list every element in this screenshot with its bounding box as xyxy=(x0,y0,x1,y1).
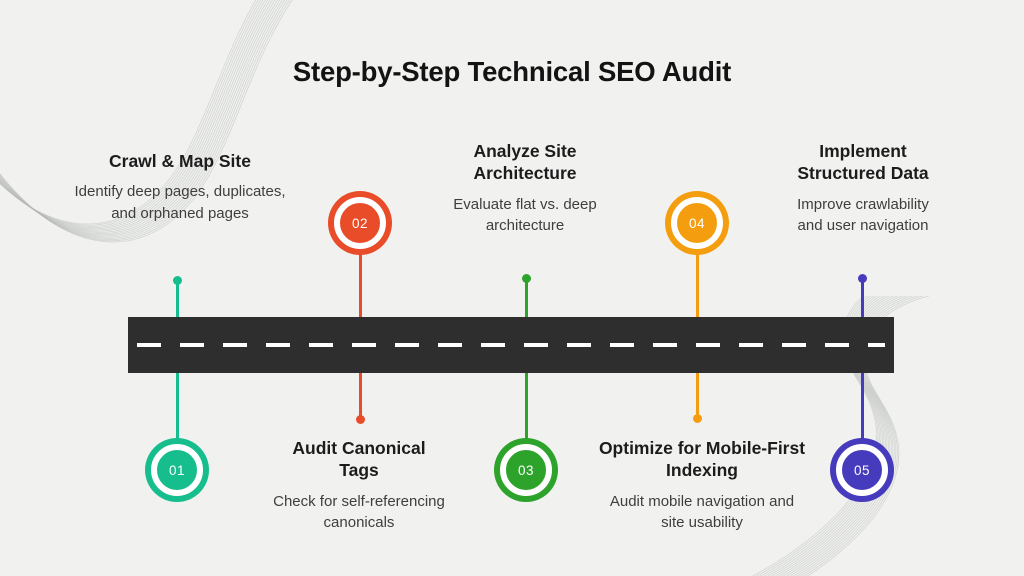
connector-dot xyxy=(857,274,867,283)
step-number: 01 xyxy=(168,462,186,478)
step-text-block: Analyze Site Architecture Evaluate flat … xyxy=(435,140,615,236)
step-circle: 04 xyxy=(665,191,729,255)
step-title: Implement Structured Data xyxy=(797,141,929,184)
road-center-dash-line xyxy=(137,343,885,347)
step-description: Improve crawlability and user navigation xyxy=(797,195,929,235)
step-number: 04 xyxy=(688,215,706,231)
page-title: Step-by-Step Technical SEO Audit xyxy=(292,56,732,87)
step-number-ring: 02 xyxy=(334,197,386,249)
step-number-ring: 01 xyxy=(151,444,203,496)
step-number-ring: 03 xyxy=(500,444,552,496)
step-description: Identify deep pages, duplicates, and orp… xyxy=(74,183,286,222)
step-title: Optimize for Mobile-First Indexing xyxy=(598,438,806,481)
step-text-block: Audit Canonical Tags Check for self-refe… xyxy=(273,437,445,533)
step-number-ring: 05 xyxy=(836,444,888,496)
connector-dot xyxy=(355,415,365,424)
step-title: Audit Canonical Tags xyxy=(292,438,426,481)
road-timeline xyxy=(128,317,894,373)
step-number: 05 xyxy=(853,462,871,478)
step-description: Evaluate flat vs. deep architecture xyxy=(453,195,597,235)
step-text-block: Crawl & Map Site Identify deep pages, du… xyxy=(70,150,290,224)
step-number-ring: 04 xyxy=(671,197,723,249)
step-text-block: Implement Structured Data Improve crawla… xyxy=(783,140,943,236)
step-number: 03 xyxy=(517,462,535,478)
step-circle: 01 xyxy=(145,438,209,502)
step-number: 02 xyxy=(351,215,369,231)
step-description: Check for self-referencing canonicals xyxy=(273,492,445,532)
step-circle: 03 xyxy=(494,438,558,502)
connector-dot xyxy=(692,414,702,423)
connector-dot xyxy=(172,276,182,285)
step-circle: 05 xyxy=(830,438,894,502)
step-circle: 02 xyxy=(328,191,392,255)
step-title: Crawl & Map Site xyxy=(109,151,251,171)
step-title: Analyze Site Architecture xyxy=(473,141,577,184)
step-description: Audit mobile navigation and site usabili… xyxy=(609,492,795,532)
connector-dot xyxy=(521,274,531,283)
step-text-block: Optimize for Mobile-First Indexing Audit… xyxy=(597,437,807,533)
